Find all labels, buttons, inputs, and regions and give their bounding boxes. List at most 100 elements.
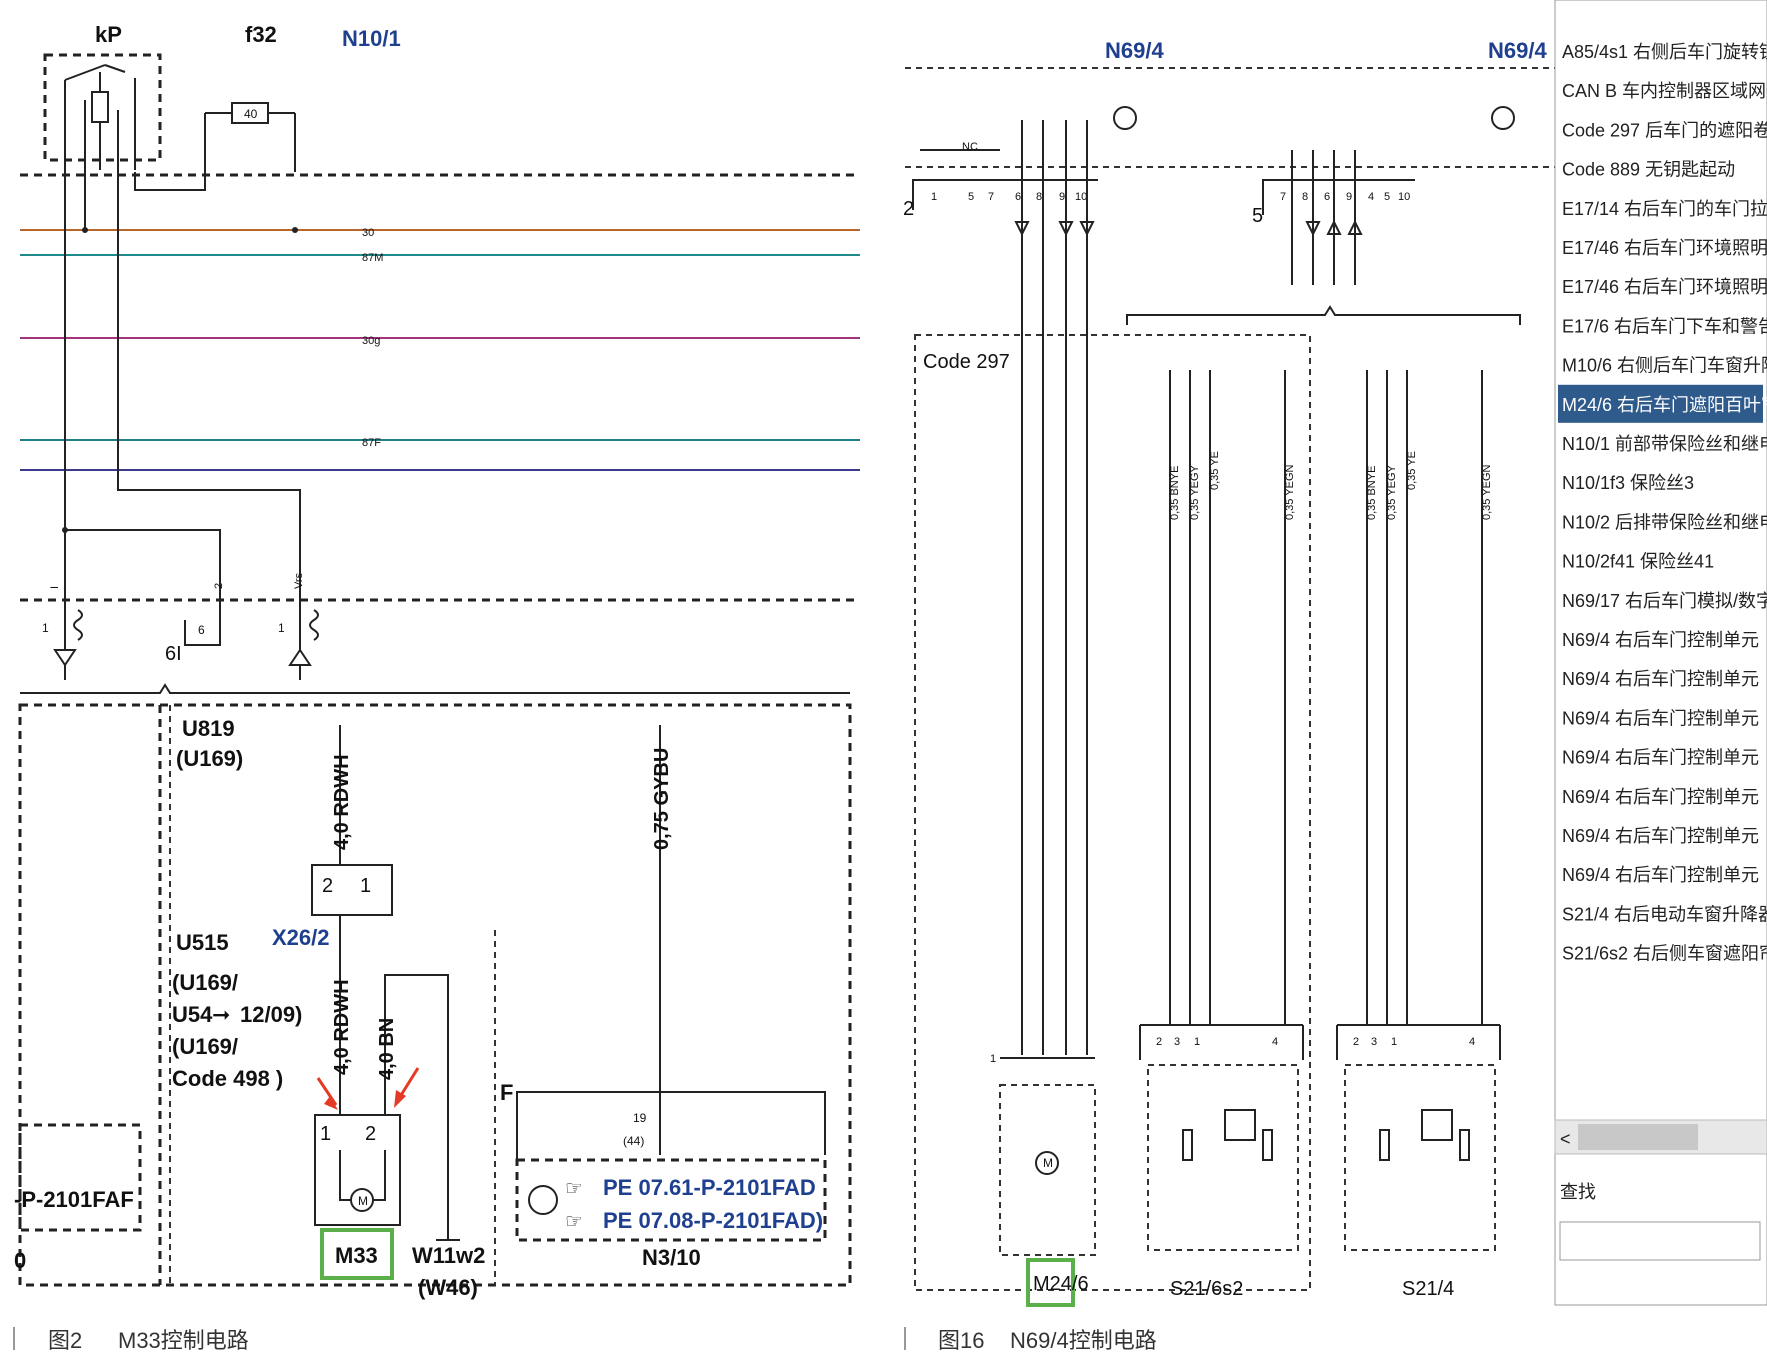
label-wire-gybu: 0,75 GYBU — [651, 748, 673, 850]
m33-highlight — [320, 1228, 394, 1280]
label-pe2: PE 07.08-P-2101FAD) — [603, 1208, 823, 1233]
m24-6-highlight — [1026, 1258, 1075, 1307]
scrollbar-thumb[interactable] — [1578, 1124, 1698, 1150]
connector-label-6i: 6I — [165, 643, 182, 665]
sidebar-item[interactable]: E17/46 右后车门环境照明灯 — [1562, 238, 1767, 258]
sidebar-item[interactable]: N69/4 右后车门控制单元 — [1562, 748, 1759, 768]
label-f: F — [500, 1080, 513, 1105]
wire-g2-1: 0,35 YEGY — [1386, 465, 1398, 520]
wire-group-2: 0,35 BNYE 0,35 YEGY 0,35 YE 0,35 YEGN — [1366, 370, 1493, 1025]
label-pe1: PE 07.61-P-2101FAD — [603, 1175, 816, 1200]
wire-relay-3 — [117, 170, 301, 590]
sidebar-item[interactable]: N10/1f3 保险丝3 — [1562, 473, 1694, 493]
pin-44: (44) — [623, 1134, 644, 1148]
sidebar-item[interactable]: M10/6 右侧后车门车窗升降机电机 — [1562, 356, 1767, 376]
wire-g1-2: 0,35 YE — [1209, 451, 1221, 490]
label-wire-bn: 4,0 BN — [376, 1018, 398, 1080]
sidebar-item[interactable]: E17/6 右后车门下车和警告灯 — [1562, 316, 1767, 336]
sidebar-panel — [1554, 0, 1767, 1306]
pin-left-4: 8 — [1036, 191, 1042, 203]
s21-6s2-box — [1147, 1064, 1299, 1251]
bus-label-87m: 87M — [362, 252, 383, 264]
label-u169b: (U169/ — [172, 970, 238, 995]
wire-g2-3: 0,35 YEGN — [1481, 465, 1493, 520]
caption-num-right: 图16 — [938, 1328, 984, 1353]
code297-box — [914, 334, 1311, 1291]
wire-g1-1: 0,35 YEGY — [1189, 465, 1201, 520]
sidebar-item[interactable]: M24/6 右后车门遮阳百叶帘马达 — [1562, 395, 1767, 415]
wire-g1-0: 0,35 BNYE — [1169, 466, 1181, 520]
pin-right-6: 10 — [1398, 191, 1410, 203]
sw1-pin-2: 2 — [1156, 1036, 1162, 1048]
sidebar-item[interactable]: N69/17 右后车门模拟/数字转换器 — [1562, 591, 1767, 611]
right-diagram: N69/4 N69/4 NC 2 1 5 7 6 8 9 10 — [903, 38, 1555, 1353]
sidebar-item[interactable]: N10/1 前部带保险丝和继电器模块的 — [1562, 434, 1767, 454]
module-label-n10-1: N10/1 — [342, 26, 401, 51]
s21-4-pins: 2 3 1 4 — [1353, 1036, 1475, 1048]
bracket-line — [20, 683, 850, 694]
pin-left-2: 7 — [988, 191, 994, 203]
sidebar-item[interactable]: N69/4 右后车门控制单元 — [1562, 787, 1759, 807]
bus-label-30g: 30g — [362, 335, 380, 347]
sidebar-item[interactable]: Code 889 无钥匙起动 — [1562, 160, 1735, 180]
label-n69-4-b: N69/4 — [1488, 38, 1547, 63]
cut-zero-label: 0 — [14, 1248, 26, 1273]
caption-text-right: N69/4控制电路 — [1010, 1328, 1157, 1353]
sidebar-item[interactable]: CAN B 车内控制器区域网络（CAN） — [1562, 81, 1767, 101]
pins-left: 1 5 7 6 8 9 10 — [931, 191, 1087, 203]
sidebar-item[interactable]: A85/4s1 右侧后车门旋转锁销开关 — [1562, 42, 1767, 62]
pin-right-4: 4 — [1368, 191, 1374, 203]
label-m33: M33 — [335, 1243, 378, 1268]
sidebar-item[interactable]: N69/4 右后车门控制单元 — [1562, 708, 1759, 728]
sidebar-item[interactable]: E17/14 右后车门的车门拉手照明 — [1562, 199, 1767, 219]
sidebar-item[interactable]: Code 297 后车门的遮阳卷帘 — [1562, 120, 1767, 140]
wire-f-loop — [516, 1091, 826, 1160]
label-wire-rdwh-bottom: 4,0 RDWH — [331, 979, 353, 1075]
n3-10-box — [515, 1158, 827, 1242]
sw2-pin-2: 2 — [1353, 1036, 1359, 1048]
label-n69-4-a: N69/4 — [1105, 38, 1164, 63]
motor-icon-letter: M — [358, 1194, 368, 1208]
wire-relay-4 — [65, 529, 221, 590]
sidebar-item[interactable]: N69/4 右后车门控制单元 — [1562, 669, 1759, 689]
bus-label-30: 30 — [362, 227, 374, 239]
connector-pin-1b: 1 — [278, 621, 285, 635]
pin-right-5: 5 — [1384, 191, 1390, 203]
sidebar-item[interactable]: E17/46 右后车门环境照明灯 — [1562, 277, 1767, 297]
arrow-u54: ➞ — [212, 1002, 230, 1027]
sidebar-item[interactable]: N10/2f41 保险丝41 — [1562, 552, 1714, 572]
sidebar-item[interactable]: N69/4 右后车门控制单元 — [1562, 865, 1759, 885]
component-sidebar: A85/4s1 右侧后车门旋转锁销开关 CAN B 车内控制器区域网络（CAN） C… — [1554, 0, 1767, 1306]
pin-left-6: 10 — [1075, 191, 1087, 203]
m33-box — [314, 1114, 401, 1226]
pin-left-1: 5 — [968, 191, 974, 203]
bus-lines: 30 87M 30g 87F — [20, 227, 860, 471]
pin-tag-1: I — [49, 586, 61, 589]
red-arrow-left-head — [324, 1096, 338, 1110]
fuse-label: f32 — [245, 22, 277, 47]
sidebar-item[interactable]: S21/4 右后电动车窗升降器开关 — [1562, 904, 1767, 924]
sidebar-item[interactable]: N69/4 右后车门控制单元 — [1562, 630, 1759, 650]
red-arrow-left — [316, 1077, 338, 1106]
label-code498: Code 498 ) — [172, 1066, 283, 1091]
transistor-icon-b — [1491, 106, 1515, 130]
x26-pin-1: 1 — [360, 875, 371, 897]
hand-icon-1: ☞ — [565, 1178, 583, 1200]
label-u54: U54 — [172, 1002, 213, 1027]
motor-icon — [350, 1188, 374, 1212]
connector-x26-2 — [311, 864, 393, 916]
sidebar-item[interactable]: N10/2 后排带保险丝和继电器模块的 — [1562, 512, 1767, 532]
wire-group-1: 0,35 BNYE 0,35 YEGY 0,35 YE 0,35 YEGN — [1169, 370, 1296, 1025]
sidebar-item[interactable]: S21/6s2 右后侧车窗遮阳帘和电动车 — [1562, 944, 1767, 964]
cut-module-box — [18, 1123, 142, 1232]
junction-dot — [62, 527, 68, 533]
sidebar-item[interactable]: N69/4 右后车门控制单元 — [1562, 826, 1759, 846]
fuse-value: 40 — [244, 107, 258, 121]
scroll-left-arrow[interactable]: < — [1560, 1129, 1571, 1149]
label-n3-10: N3/10 — [642, 1245, 701, 1270]
label-s21-4: S21/4 — [1402, 1278, 1454, 1300]
label-s21-6s2: S21/6s2 — [1170, 1278, 1243, 1300]
pins-right: 7 8 6 9 4 5 10 — [1280, 191, 1410, 203]
search-input[interactable] — [1559, 1221, 1761, 1261]
